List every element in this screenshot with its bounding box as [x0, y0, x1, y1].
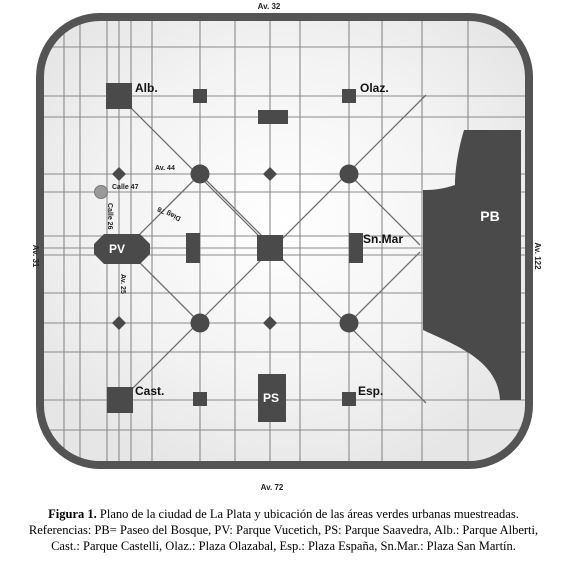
- green-areas: [94, 83, 363, 422]
- plaza-olazabal-block: [342, 89, 356, 103]
- parque-castelli-block: [107, 387, 133, 413]
- ps-label: PS: [263, 391, 279, 405]
- av-72-label: Av. 72: [261, 483, 284, 492]
- calle-47-marker: [94, 185, 108, 199]
- olaz-label: Olaz.: [360, 81, 389, 95]
- rect-block: [186, 233, 200, 263]
- parque-saavedra-block: [258, 374, 286, 422]
- intersection-markers: [112, 164, 359, 333]
- caption-line-3: Cast.: Parque Castelli, Olaz.: Plaza Ola…: [51, 539, 516, 553]
- caption-description: Plano de la ciudad de La Plata y ubicaci…: [99, 507, 519, 521]
- small-square: [193, 89, 207, 103]
- figure-caption: Figura 1. Plano de la ciudad de La Plata…: [6, 506, 561, 554]
- calle-26-label: Calle 26: [106, 203, 113, 230]
- av-25-label: Av. 25: [119, 274, 126, 294]
- av-31-label: Av. 31: [31, 245, 40, 268]
- av-44-label: Av. 44: [155, 165, 175, 172]
- av-32-label: Av. 32: [258, 2, 281, 11]
- caption-line-1: Figura 1. Plano de la ciudad de La Plata…: [6, 506, 561, 522]
- small-square: [193, 392, 207, 406]
- roundabout-marker: [190, 164, 210, 184]
- caption-line-2: Referencias: PB= Paseo del Bosque, PV: P…: [28, 523, 539, 537]
- plaza-moreno-block: [257, 235, 283, 261]
- la-plata-map: Av. 32 Av. 72 Av. 31 Av. 122 Av. 44 Call…: [31, 2, 542, 492]
- rect-block: [258, 110, 288, 124]
- paseo-del-bosque-area: [423, 130, 521, 400]
- diamond-marker: [263, 167, 277, 181]
- caption-title: Figura 1.: [48, 507, 97, 521]
- parque-vucetich-octagon: [94, 234, 150, 264]
- diamond-marker: [112, 167, 126, 181]
- parque-alberti-block: [106, 83, 132, 109]
- cast-label: Cast.: [135, 384, 164, 398]
- roundabout-marker: [190, 313, 210, 333]
- pv-label: PV: [109, 242, 125, 256]
- alb-label: Alb.: [135, 81, 158, 95]
- pb-label: PB: [480, 208, 499, 224]
- plaza-espana-block: [342, 392, 356, 406]
- av-122-label: Av. 122: [533, 242, 542, 270]
- calle-47-label: Calle 47: [112, 184, 139, 191]
- diamond-marker: [112, 316, 126, 330]
- roundabout-marker: [339, 313, 359, 333]
- perimeter-avenue: [36, 13, 533, 469]
- roundabout-marker: [339, 164, 359, 184]
- city-background: [40, 17, 529, 465]
- plaza-san-martin-block: [349, 233, 363, 263]
- esp-label: Esp.: [358, 384, 383, 398]
- diamond-marker: [263, 316, 277, 330]
- snmar-label: Sn.Mar: [363, 232, 403, 246]
